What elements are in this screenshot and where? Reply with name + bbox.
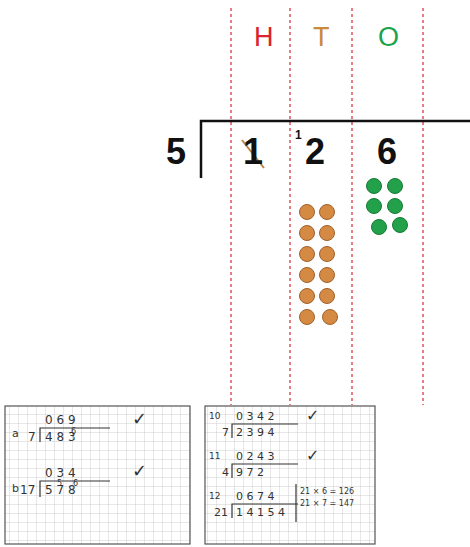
column-heading: H bbox=[254, 24, 274, 51]
question-number: 11 bbox=[209, 452, 220, 461]
question-letter: a bbox=[12, 428, 19, 439]
side-working: 21 × 6 = 126 bbox=[300, 488, 354, 496]
carry-digit: 6 bbox=[71, 428, 76, 436]
column-divider bbox=[231, 8, 423, 405]
dividend-digit: 1 bbox=[243, 134, 263, 170]
divisor: 7 bbox=[28, 431, 36, 443]
tens-counters bbox=[300, 205, 338, 325]
dividend: 9 7 2 bbox=[236, 467, 264, 478]
dividend: 4 8 3 bbox=[45, 431, 76, 443]
handwritten-bracket bbox=[40, 424, 298, 522]
squared-paper bbox=[5, 406, 190, 544]
question-number: 10 bbox=[209, 412, 220, 421]
division-bracket bbox=[201, 121, 470, 178]
divisor: 7 bbox=[222, 427, 229, 438]
dividend: 2 3 9 4 bbox=[236, 427, 274, 438]
dividend-digit: 6 bbox=[377, 134, 397, 170]
tick-mark: ✓ bbox=[132, 462, 147, 480]
carry-digit: 5 bbox=[57, 480, 62, 488]
quotient: 0 2 4 3 bbox=[236, 451, 274, 462]
carry-digit: 6 bbox=[73, 480, 78, 488]
divisor: 5 bbox=[166, 134, 186, 170]
divisor: 21 bbox=[214, 507, 228, 518]
quotient: 0 3 4 bbox=[45, 467, 76, 479]
dividend: 1 4 1 5 4 bbox=[236, 507, 285, 518]
question-number: 12 bbox=[209, 492, 220, 501]
quotient: 0 6 9 bbox=[45, 414, 76, 426]
tick-mark: ✓ bbox=[132, 410, 147, 428]
divisor: 17 bbox=[20, 484, 35, 496]
question-letter: b bbox=[12, 483, 19, 494]
tick-mark: ✓ bbox=[306, 448, 319, 464]
carry-digit: 1 bbox=[295, 129, 302, 141]
ones-counters bbox=[367, 179, 408, 235]
squared-paper bbox=[205, 406, 375, 544]
column-heading: O bbox=[378, 24, 399, 51]
side-working: 21 × 7 = 147 bbox=[300, 500, 354, 508]
tick-mark: ✓ bbox=[306, 408, 319, 424]
quotient: 0 6 7 4 bbox=[236, 491, 274, 502]
dividend-digit: 2 bbox=[305, 134, 325, 170]
column-heading: T bbox=[313, 24, 330, 51]
quotient: 0 3 4 2 bbox=[236, 411, 274, 422]
divisor: 4 bbox=[222, 467, 229, 478]
